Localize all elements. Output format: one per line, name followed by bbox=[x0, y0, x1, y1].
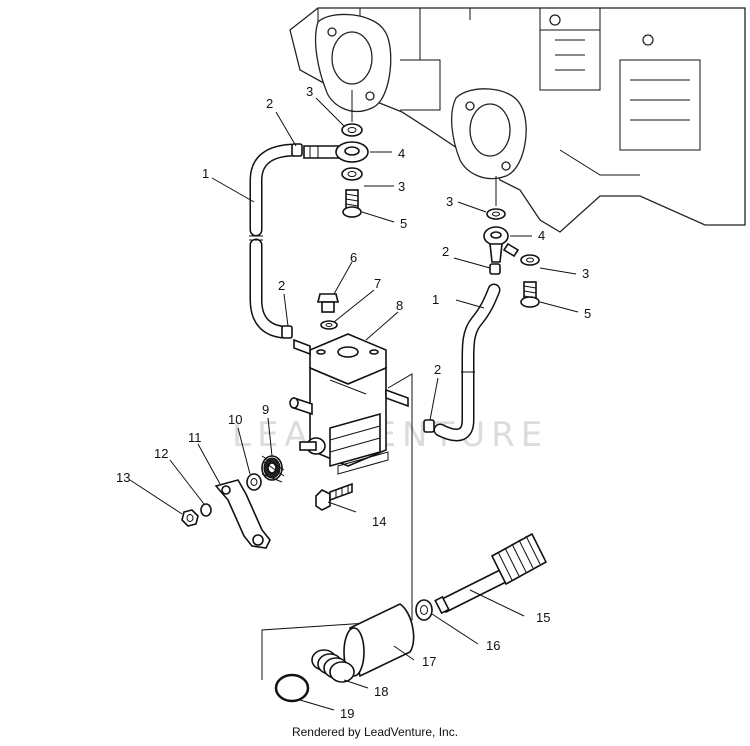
shaft-washer bbox=[415, 599, 433, 621]
compression-spring bbox=[311, 649, 355, 683]
callout-8: 8 bbox=[396, 298, 403, 313]
rendered-by-footer: Rendered by LeadVenture, Inc. bbox=[291, 725, 459, 739]
callout-3-right-side: 3 bbox=[582, 266, 589, 281]
hose-clamp-pump-right bbox=[423, 419, 435, 433]
callout-11: 11 bbox=[188, 430, 202, 445]
callout-5-right: 5 bbox=[584, 306, 591, 321]
callout-15: 15 bbox=[536, 610, 550, 625]
callout-16: 16 bbox=[486, 638, 500, 653]
callout-1-left: 1 bbox=[202, 166, 209, 181]
pump-drive-gear bbox=[261, 455, 285, 483]
callout-18: 18 bbox=[374, 684, 388, 699]
callout-2-right-fitting: 2 bbox=[442, 244, 449, 259]
oil-pump-assembly bbox=[289, 333, 409, 475]
gear-washer bbox=[246, 473, 262, 491]
hose-clamp-upper bbox=[291, 143, 303, 157]
banjo-bolt-right bbox=[520, 281, 540, 308]
callout-4-upper: 4 bbox=[398, 146, 405, 161]
hex-nut bbox=[181, 509, 199, 527]
callout-12: 12 bbox=[154, 446, 168, 461]
engine-cylinder-block bbox=[289, 7, 746, 233]
sealing-washer-right-top bbox=[486, 208, 506, 220]
pump-mounting-bolt bbox=[315, 482, 353, 511]
callout-3-upper-bottom: 3 bbox=[398, 179, 405, 194]
pump-screw bbox=[316, 293, 340, 313]
callout-19: 19 bbox=[340, 706, 354, 721]
leader-lines bbox=[129, 97, 579, 711]
oil-hose-left bbox=[249, 143, 303, 339]
callout-labels: 1 1 2 2 2 2 3 3 3 3 4 4 5 5 6 7 8 9 10 1… bbox=[116, 84, 591, 721]
callout-17: 17 bbox=[422, 654, 436, 669]
banjo-fitting-upper bbox=[303, 141, 369, 163]
lock-washer bbox=[200, 503, 212, 517]
pump-washer bbox=[320, 320, 338, 330]
banjo-bolt-upper bbox=[342, 189, 362, 218]
shaft-sleeve bbox=[343, 603, 415, 678]
callout-13: 13 bbox=[116, 470, 130, 485]
sealing-washer-upper-bottom bbox=[341, 167, 363, 181]
hose-clamp-pump-left bbox=[281, 325, 293, 339]
sealing-washer-right-side bbox=[520, 254, 540, 266]
hose-clamp-right-fitting bbox=[489, 263, 501, 275]
callout-6: 6 bbox=[350, 250, 357, 265]
callout-9: 9 bbox=[262, 402, 269, 417]
watermark-text: LEADVENTURE bbox=[232, 415, 548, 455]
o-ring bbox=[274, 673, 310, 703]
drive-shaft-gear bbox=[434, 532, 548, 615]
banjo-fitting-right bbox=[483, 226, 520, 263]
callout-7: 7 bbox=[374, 276, 381, 291]
callout-2-pump-left: 2 bbox=[278, 278, 285, 293]
callout-1-right: 1 bbox=[432, 292, 439, 307]
callout-3-right-top: 3 bbox=[446, 194, 453, 209]
callout-14: 14 bbox=[372, 514, 386, 529]
oil-hose-right bbox=[433, 283, 501, 442]
pump-control-lever bbox=[214, 479, 271, 549]
callout-5-upper: 5 bbox=[400, 216, 407, 231]
callout-10: 10 bbox=[228, 412, 242, 427]
callout-2-pump-right: 2 bbox=[434, 362, 441, 377]
callout-3-upper-top: 3 bbox=[306, 84, 313, 99]
callout-2-upper: 2 bbox=[266, 96, 273, 111]
callout-4-right: 4 bbox=[538, 228, 545, 243]
sealing-washer-upper-top bbox=[341, 123, 363, 137]
